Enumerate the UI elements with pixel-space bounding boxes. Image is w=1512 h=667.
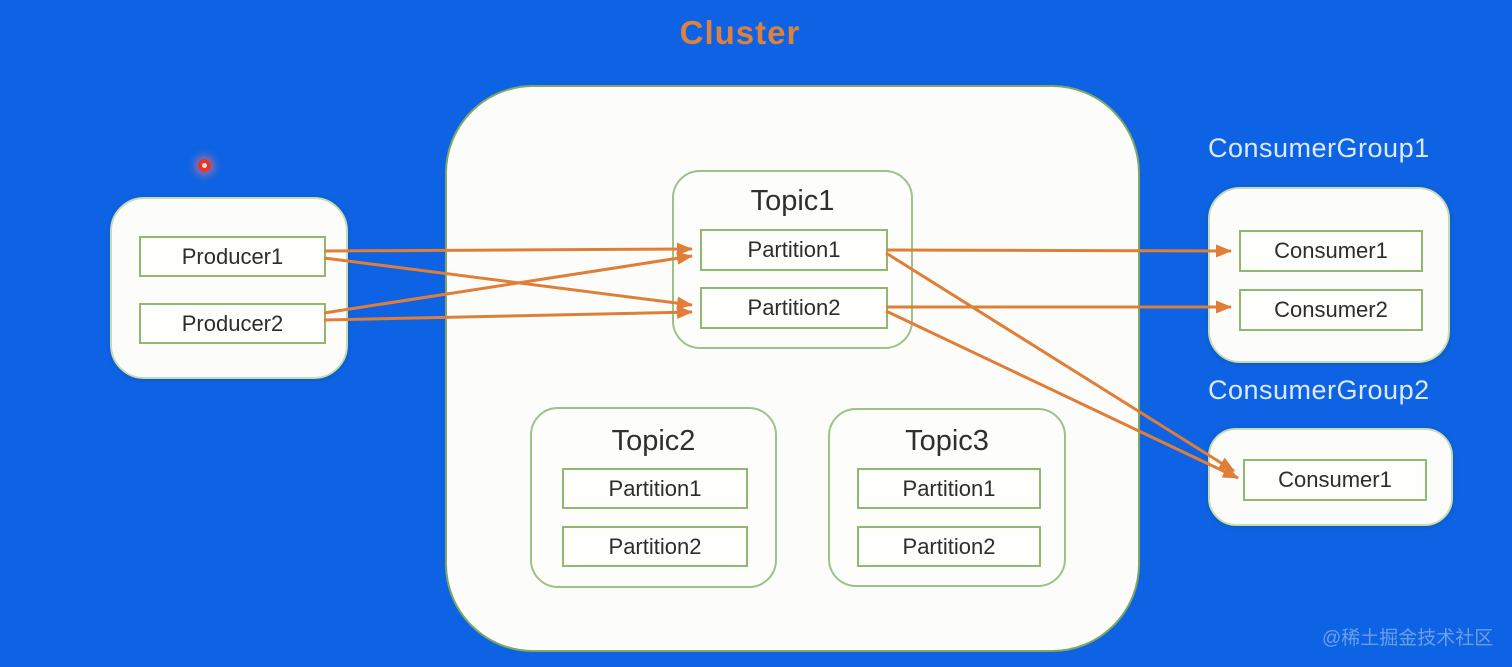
topic1-title: Topic1: [750, 185, 835, 217]
cluster-title: Cluster: [679, 14, 801, 51]
consumer-group1-box: Consumer1 Consumer2: [1208, 187, 1450, 363]
topic3-partition2-node: Partition2: [857, 526, 1041, 567]
topic3-title: Topic3: [905, 425, 989, 457]
watermark-text: @稀土掘金技术社区: [1322, 628, 1494, 649]
consumer-group2-box: Consumer1: [1208, 428, 1453, 526]
producer1-node: Producer1: [139, 236, 326, 277]
topic2-box: Topic2 Partition1 Partition2: [530, 407, 777, 588]
topic2-title: Topic2: [611, 425, 696, 457]
topic1-box: Topic1 Partition1 Partition2: [672, 170, 913, 349]
topic1-partition1-node: Partition1: [700, 229, 888, 271]
topic1-partition2-node: Partition2: [700, 287, 888, 329]
topic2-partition1-node: Partition1: [562, 468, 748, 509]
consumer-group1-consumer1-node: Consumer1: [1239, 230, 1423, 272]
topic3-partition1-node: Partition1: [857, 468, 1041, 509]
consumer-group1-title: ConsumerGroup1: [1208, 133, 1430, 163]
consumer-group2-consumer1-node: Consumer1: [1243, 459, 1427, 501]
consumer-group1-consumer2-node: Consumer2: [1239, 289, 1423, 331]
producer2-node: Producer2: [139, 303, 326, 344]
topic2-partition2-node: Partition2: [562, 526, 748, 567]
laser-pointer-dot: [198, 159, 211, 172]
topic3-box: Topic3 Partition1 Partition2: [828, 408, 1066, 587]
producers-group-box: Producer1 Producer2: [110, 197, 348, 379]
consumer-group2-title: ConsumerGroup2: [1208, 375, 1430, 405]
